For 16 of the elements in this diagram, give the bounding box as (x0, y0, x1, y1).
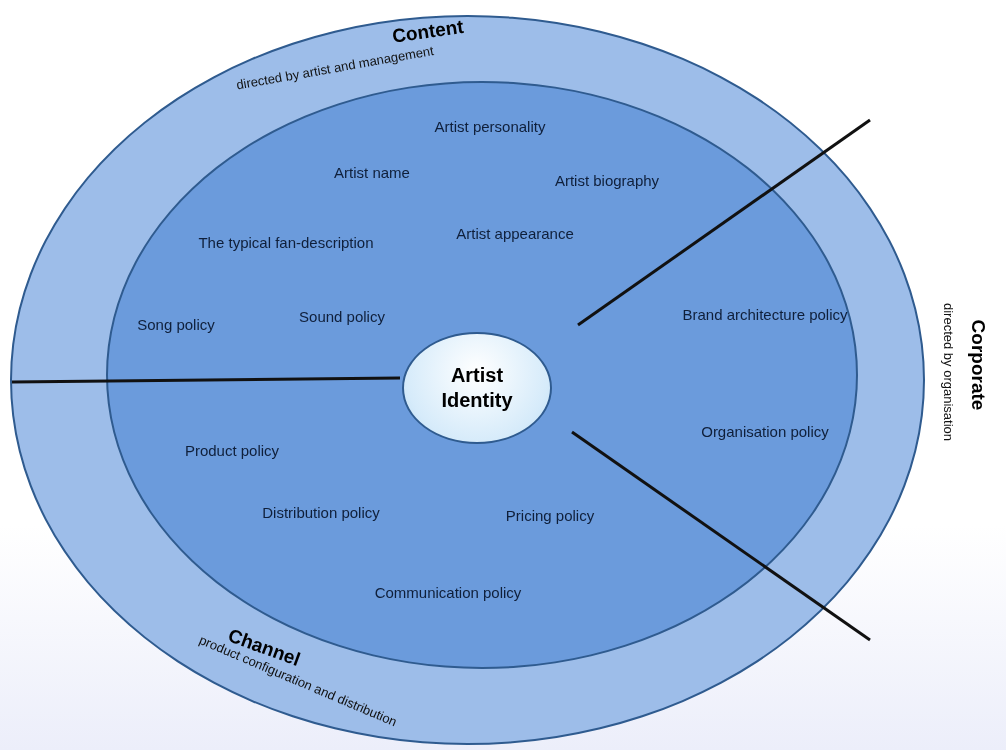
policy-label: Distribution policy (262, 502, 380, 523)
policy-label: Pricing policy (505, 505, 595, 526)
policy-label: Organisation policy (701, 421, 829, 442)
sector-subtitle: directed by organisation (939, 303, 957, 441)
center-title: Artist Identity (440, 363, 514, 413)
policy-label: Artist name (334, 162, 410, 183)
policy-label: Product policy (184, 440, 280, 461)
policy-label: Communication policy (374, 582, 522, 603)
policy-label: Artist personality (434, 116, 546, 137)
policy-label: The typical fan-description (198, 232, 374, 253)
policy-label: Artist appearance (456, 223, 574, 244)
policy-label: Sound policy (299, 306, 385, 327)
policy-label: Song policy (137, 314, 215, 335)
policy-label: Brand architecture policy (682, 304, 848, 325)
sector-heading: Corporate (967, 319, 991, 411)
policy-label: Artist biography (554, 170, 660, 191)
